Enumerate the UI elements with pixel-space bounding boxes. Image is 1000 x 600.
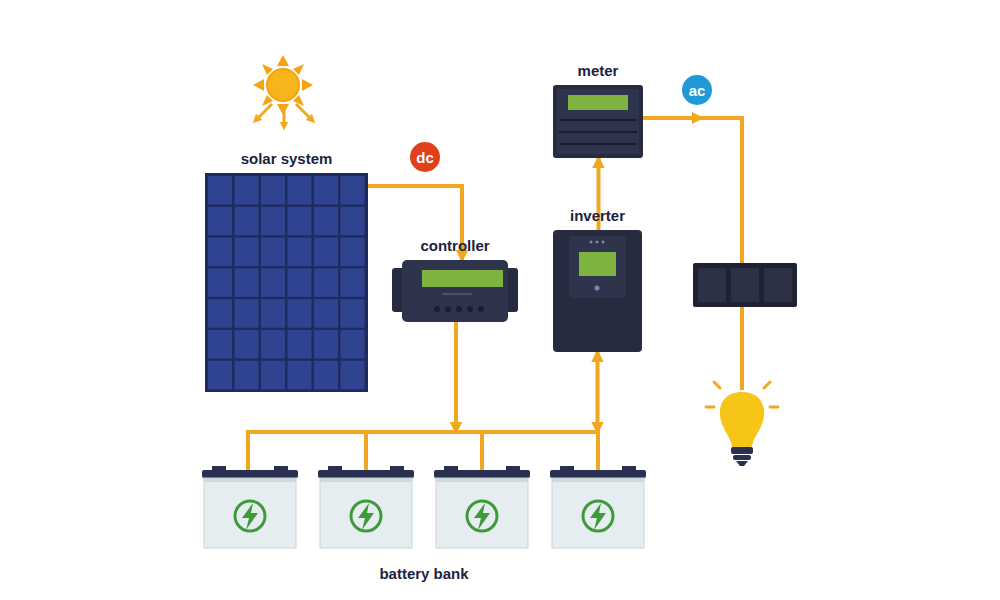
inverter-art — [553, 230, 642, 352]
wire — [596, 352, 600, 432]
meter-art — [553, 85, 643, 158]
wire — [454, 322, 458, 432]
light-bulb — [706, 372, 778, 466]
battery-bank-group: battery bank — [200, 432, 648, 592]
inverter: inverter — [553, 230, 642, 352]
solar-panel-art — [205, 173, 368, 392]
batteries — [202, 466, 646, 548]
node-label: meter — [578, 62, 619, 79]
current-badge: dc — [410, 142, 440, 172]
node-label: controller — [420, 237, 489, 254]
ac-wire — [643, 118, 742, 390]
node-label: inverter — [570, 207, 625, 224]
sun — [253, 55, 313, 126]
current-badge: ac — [682, 75, 712, 105]
meter: meter — [553, 85, 643, 158]
charge-controller: controller — [392, 260, 518, 322]
node-label: solar system — [241, 150, 333, 167]
battery-bus — [248, 430, 600, 470]
charge-controller-art — [392, 260, 518, 322]
solar-panel: solar system — [205, 173, 368, 392]
breaker-box — [693, 263, 797, 307]
node-label: battery bank — [379, 565, 468, 582]
